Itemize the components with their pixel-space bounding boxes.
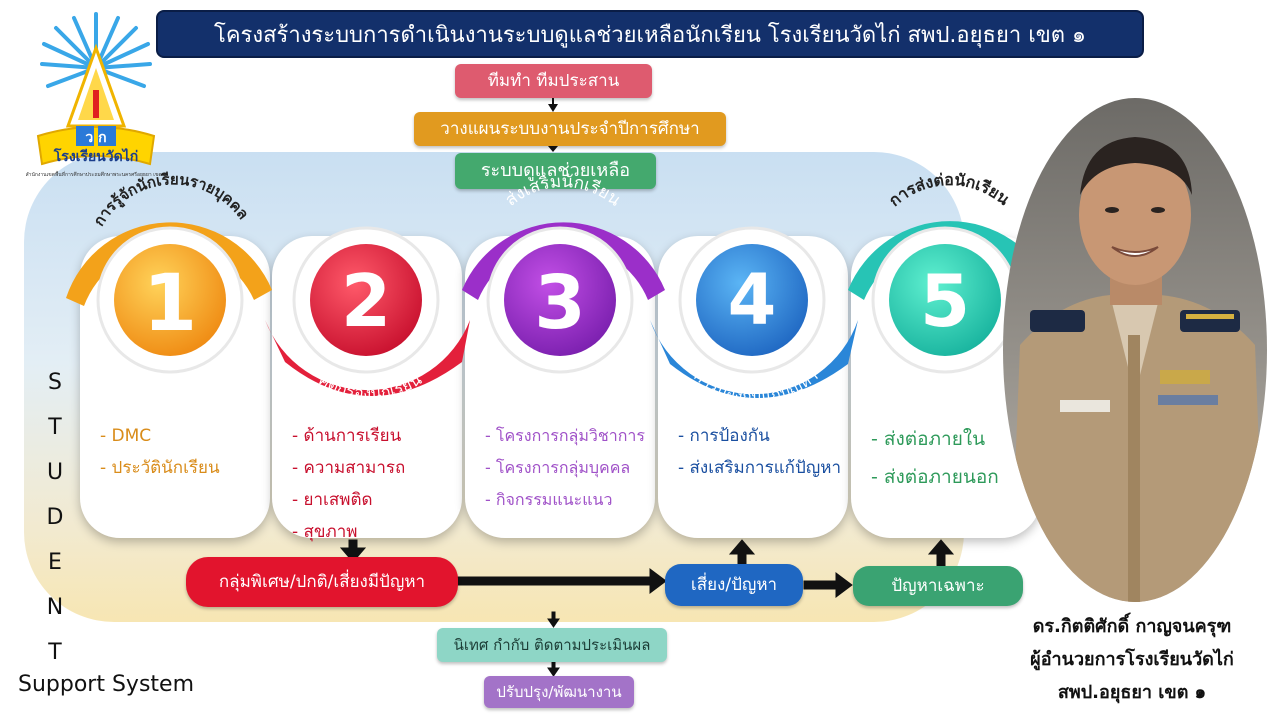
step-1-number: 1 bbox=[143, 259, 197, 349]
step-1-circle bbox=[114, 244, 226, 356]
director-position: ผู้อำนวยการโรงเรียนวัดไก่ bbox=[1030, 649, 1234, 670]
step-1-title: การรู้จักนักเรียนรายบุคคล bbox=[90, 170, 253, 229]
director-caption: ดร.กิตติศักดิ์ กาญจนครุฑ ผู้อำนวยการโรงเ… bbox=[992, 610, 1272, 709]
arrow-right-icon bbox=[649, 568, 667, 594]
step-3-item: - โครงการกลุ่มบุคคล bbox=[485, 458, 631, 477]
step-5-item: - ส่งต่อภายนอก bbox=[871, 466, 999, 488]
step-4-item: - การป้องกัน bbox=[678, 426, 770, 446]
page-title: โครงสร้างระบบการดำเนินงานระบบดูแลช่วยเหล… bbox=[156, 10, 1144, 58]
support-system-box: ระบบดูแลช่วยเหลือ bbox=[455, 153, 656, 189]
arrow-right-icon bbox=[835, 572, 853, 598]
director-name: ดร.กิตติศักดิ์ กาญจนครุฑ bbox=[1032, 616, 1232, 637]
arrow-down-icon bbox=[548, 104, 558, 112]
step-4-circle bbox=[696, 244, 808, 356]
arrow-down-icon bbox=[547, 667, 560, 677]
student-vertical-label: S T U D E N T bbox=[40, 360, 70, 675]
logo-school-name: โรงเรียนวัดไก่ bbox=[53, 147, 138, 165]
step-5-number: 5 bbox=[920, 259, 970, 343]
monitor-evaluate-box: นิเทศ กำกับ ติดตามประเมินผล bbox=[437, 628, 667, 662]
step-2-title: คัดกรองนักเรียน bbox=[315, 370, 425, 403]
step-5-item: - ส่งต่อภายใน bbox=[871, 428, 986, 450]
step-2-item: - ความสามารถ bbox=[292, 458, 406, 478]
student-letter: T bbox=[48, 415, 62, 440]
arrow-stem bbox=[552, 98, 554, 105]
step-2-number: 2 bbox=[341, 259, 391, 343]
step-2-item: - ยาเสพติด bbox=[292, 490, 373, 510]
student-groups-box: กลุ่มพิเศษ/ปกติ/เสี่ยงมีปัญหา bbox=[186, 557, 458, 607]
step-3-title: ส่งเสริมนักเรียน bbox=[502, 172, 625, 211]
logo-initials: ว ก bbox=[85, 130, 106, 146]
director-portrait bbox=[1000, 95, 1270, 605]
arrow-stem bbox=[803, 580, 839, 590]
plan-box: วางแผนระบบงานประจำปีการศึกษา bbox=[414, 112, 726, 146]
team-box: ทีมทำ ทีมประสาน bbox=[455, 64, 652, 98]
arrow-down-icon bbox=[339, 547, 367, 563]
arrow-up-icon bbox=[728, 539, 756, 555]
step-3-number: 3 bbox=[534, 260, 586, 346]
step-5-circle bbox=[889, 244, 1001, 356]
arrow-down-icon bbox=[547, 618, 560, 628]
step-4-number: 4 bbox=[728, 259, 777, 341]
improve-develop-box: ปรับปรุง/พัฒนางาน bbox=[484, 676, 634, 708]
student-letter: S bbox=[48, 370, 62, 395]
step-1-item: - DMC bbox=[100, 426, 152, 446]
arrow-stem bbox=[457, 576, 654, 586]
step-2-item: - ด้านการเรียน bbox=[292, 426, 402, 446]
student-letter: D bbox=[46, 505, 64, 530]
step-5-title: การส่งต่อนักเรียน bbox=[885, 170, 1013, 210]
student-letter: E bbox=[48, 550, 62, 575]
logo-tagline: สำนักงานเขตพื้นที่การศึกษาประถมศึกษาพระน… bbox=[26, 169, 167, 178]
step-3-item: - โครงการกลุ่มวิชาการ bbox=[485, 426, 645, 445]
student-letter: U bbox=[46, 460, 64, 485]
step-2-item: - สุขภาพ bbox=[292, 522, 358, 542]
director-office: สพป.อยุธยา เขต ๑ bbox=[1057, 682, 1207, 703]
step-1-ribbon bbox=[66, 222, 272, 306]
risk-problem-box: เสี่ยง/ปัญหา bbox=[665, 564, 803, 606]
step-3-ribbon bbox=[462, 222, 665, 300]
specific-problem-box: ปัญหาเฉพาะ bbox=[853, 566, 1023, 606]
arrow-down-icon bbox=[548, 146, 558, 152]
student-letter: T bbox=[48, 640, 62, 665]
school-logo: ว ก โรงเรียนวัดไก่ สำนักงานเขตพื้นที่การ… bbox=[16, 8, 174, 186]
step-4-item: - ส่งเสริมการแก้ปัญหา bbox=[678, 458, 841, 478]
arrow-up-icon bbox=[927, 539, 955, 555]
step-2-circle bbox=[310, 244, 422, 356]
step-5-ribbon bbox=[848, 221, 1052, 300]
step-3-circle bbox=[504, 244, 616, 356]
student-letter: N bbox=[46, 595, 64, 620]
step-1-item: - ประวัตินักเรียน bbox=[100, 458, 220, 478]
step-3-item: - กิจกรรมแนะแนว bbox=[485, 490, 613, 509]
support-system-label: Support System bbox=[18, 672, 194, 697]
